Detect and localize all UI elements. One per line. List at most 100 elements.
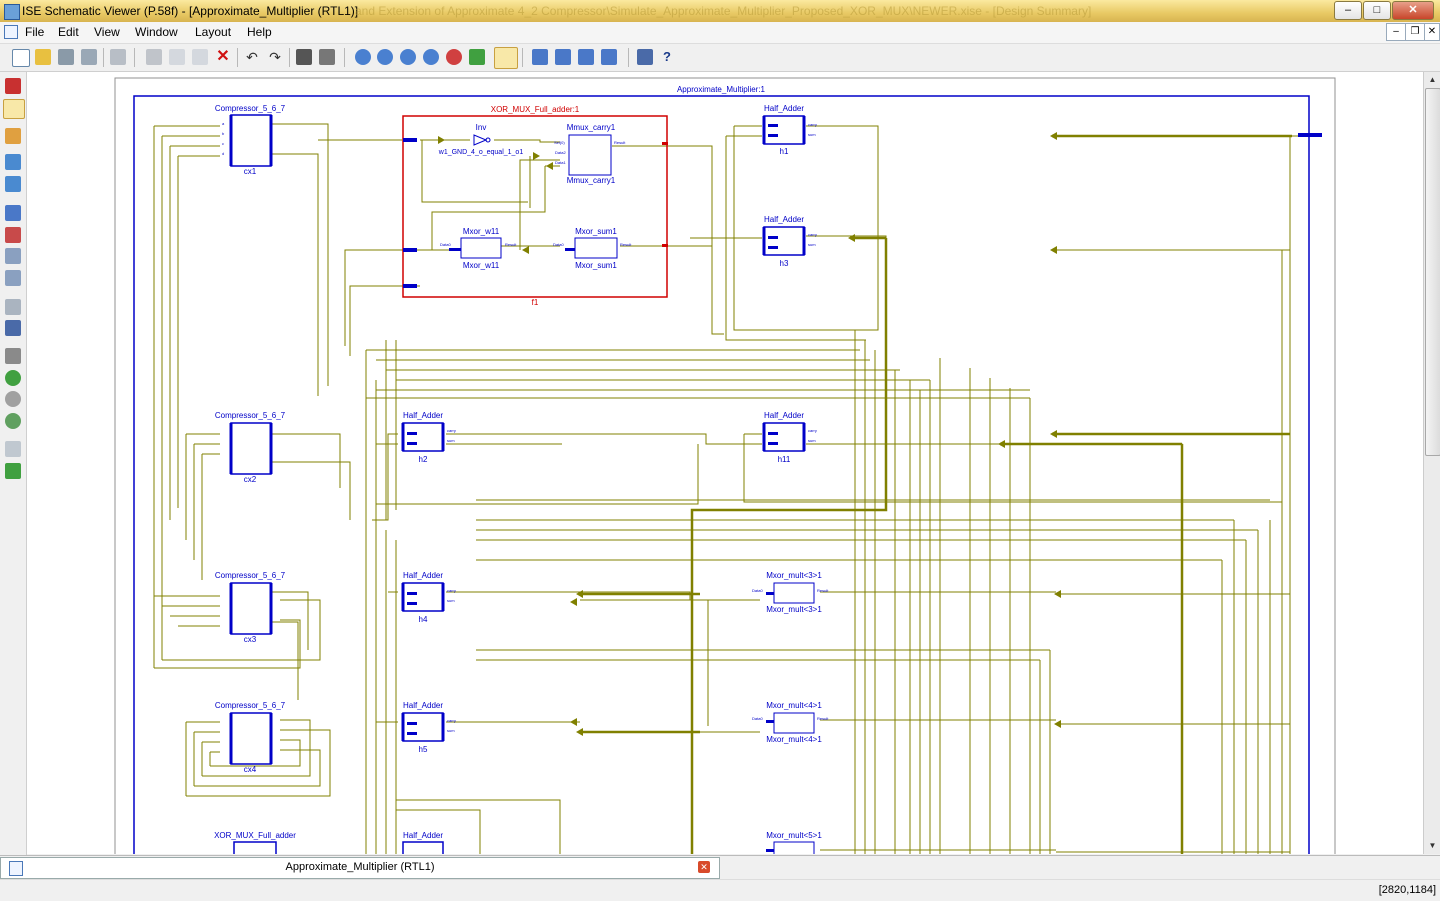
save-icon[interactable]: [58, 49, 74, 65]
close-button[interactable]: ✕: [1392, 1, 1434, 20]
menu-layout[interactable]: Layout: [195, 25, 232, 39]
collapse-icon[interactable]: [5, 176, 21, 192]
save-all-icon[interactable]: [81, 49, 97, 65]
wire-mode-icon[interactable]: [3, 99, 25, 119]
select-mode-icon[interactable]: [494, 47, 518, 69]
paste-icon[interactable]: [192, 49, 208, 65]
new-file-icon[interactable]: [12, 49, 30, 67]
vertical-scrollbar[interactable]: ▲ ▼: [1423, 72, 1440, 854]
open-folder-icon[interactable]: [35, 49, 51, 65]
half-adder-bottom[interactable]: Half_Adder: [402, 831, 444, 854]
tile-vertical-icon[interactable]: [578, 49, 594, 65]
settings-wrench-icon[interactable]: [637, 49, 653, 65]
arrange-icon[interactable]: [601, 49, 617, 65]
schematic-canvas[interactable]: Approximate_Multiplier:1: [27, 72, 1423, 854]
svg-text:a: a: [222, 121, 225, 126]
xor-sum1-result: Result: [620, 242, 632, 247]
menu-view[interactable]: View: [94, 25, 120, 39]
history-icon[interactable]: [5, 413, 21, 429]
scroll-down-icon[interactable]: ▼: [1428, 841, 1437, 850]
menu-window[interactable]: Window: [135, 25, 178, 39]
xor-mux-full-adder-bottom[interactable]: XOR_MUX_Full_adder: [214, 831, 296, 854]
inverter[interactable]: Inv w1_GND_4_o_equal_1_o1: [438, 123, 524, 156]
toolbar-separator: [344, 48, 345, 67]
maximize-button[interactable]: □: [1363, 1, 1391, 20]
push-into-icon[interactable]: [5, 205, 21, 221]
compressor-cx4-label: Compressor_5_6_7: [215, 701, 286, 710]
half-adder-h11-label: Half_Adder: [764, 411, 804, 420]
wire-arrow-layer: [438, 132, 1061, 736]
select-pointer-icon[interactable]: [5, 78, 21, 94]
copy-icon[interactable]: [169, 49, 185, 65]
back-arrow-icon[interactable]: [5, 370, 21, 386]
cut-icon[interactable]: [146, 49, 162, 65]
compressor-cx3[interactable]: Compressor_5_6_7 cx3: [215, 571, 286, 644]
tab-close-icon[interactable]: ✕: [698, 861, 710, 873]
delete-icon[interactable]: ✕: [216, 48, 230, 65]
compressor-cx4[interactable]: Compressor_5_6_7 cx4: [215, 701, 286, 774]
scroll-thumb[interactable]: [1425, 88, 1440, 456]
show-pins-icon[interactable]: [5, 248, 21, 264]
mdi-close-button[interactable]: ✕: [1424, 23, 1440, 41]
xor-sum1-data0: Data0: [553, 242, 564, 247]
compressor-cx2[interactable]: Compressor_5_6_7 cx2: [215, 411, 286, 484]
full-adder-f1[interactable]: XOR_MUX_Full_adder:1 f1 Inv w1_GND_4_o_e…: [402, 105, 668, 307]
find-next-icon[interactable]: [319, 49, 335, 65]
tab-approximate-multiplier[interactable]: Approximate_Multiplier (RTL1) ✕: [0, 857, 720, 879]
menu-file[interactable]: File: [25, 25, 45, 39]
layers-icon[interactable]: [5, 441, 21, 457]
show-nets-icon[interactable]: [5, 270, 21, 286]
mdi-minimize-button[interactable]: –: [1386, 23, 1406, 41]
run-icon[interactable]: [5, 463, 21, 479]
undo-icon[interactable]: ↶: [246, 49, 258, 65]
refresh-icon[interactable]: [469, 49, 485, 65]
svg-text:d: d: [222, 151, 224, 156]
find-icon[interactable]: [296, 49, 312, 65]
minimize-button[interactable]: –: [1334, 1, 1362, 20]
half-adder-h11-carry: carry: [808, 428, 817, 433]
toolbar-separator: [628, 48, 629, 67]
xor-mult5[interactable]: Mxor_mult<5>1: [766, 831, 822, 854]
xor-sum1-inst: Mxor_sum1: [575, 261, 617, 270]
zoom-selected-icon[interactable]: [446, 49, 462, 65]
add-symbol-icon[interactable]: [5, 128, 21, 144]
zoom-in-icon[interactable]: [355, 49, 371, 65]
half-adder-h4-carry: carry: [447, 588, 456, 593]
zoom-out-icon[interactable]: [377, 49, 393, 65]
print-icon[interactable]: [110, 49, 126, 65]
help-icon[interactable]: ?: [663, 49, 671, 64]
menu-edit[interactable]: Edit: [58, 25, 79, 39]
cascade-icon[interactable]: [532, 49, 548, 65]
zoom-full-icon[interactable]: [400, 49, 416, 65]
xor-mult3-data0: Data0: [752, 588, 763, 593]
half-adder-h1-inst: h1: [780, 147, 789, 156]
output-port[interactable]: [1298, 133, 1322, 137]
toolbar-separator: [237, 48, 238, 67]
menu-help[interactable]: Help: [247, 25, 272, 39]
compressor-cx2-inst: cx2: [244, 475, 257, 484]
mdi-restore-button[interactable]: ❐: [1405, 23, 1425, 41]
pop-up-icon[interactable]: [5, 227, 21, 243]
scroll-up-icon[interactable]: ▲: [1428, 75, 1437, 84]
forward-arrow-icon[interactable]: [5, 391, 21, 407]
redo-icon[interactable]: ↷: [269, 49, 281, 65]
zoom-area-icon[interactable]: [423, 49, 439, 65]
properties-icon[interactable]: [5, 299, 21, 315]
text-tool-icon[interactable]: [5, 320, 21, 336]
expand-icon[interactable]: [5, 154, 21, 170]
mux-carry1[interactable]: Mmux_carry1 Sel(0) Data2 Data1 Result Mm…: [554, 123, 626, 185]
tile-horizontal-icon[interactable]: [555, 49, 571, 65]
half-adder-h4-label: Half_Adder: [403, 571, 443, 580]
pan-icon[interactable]: [5, 348, 21, 364]
